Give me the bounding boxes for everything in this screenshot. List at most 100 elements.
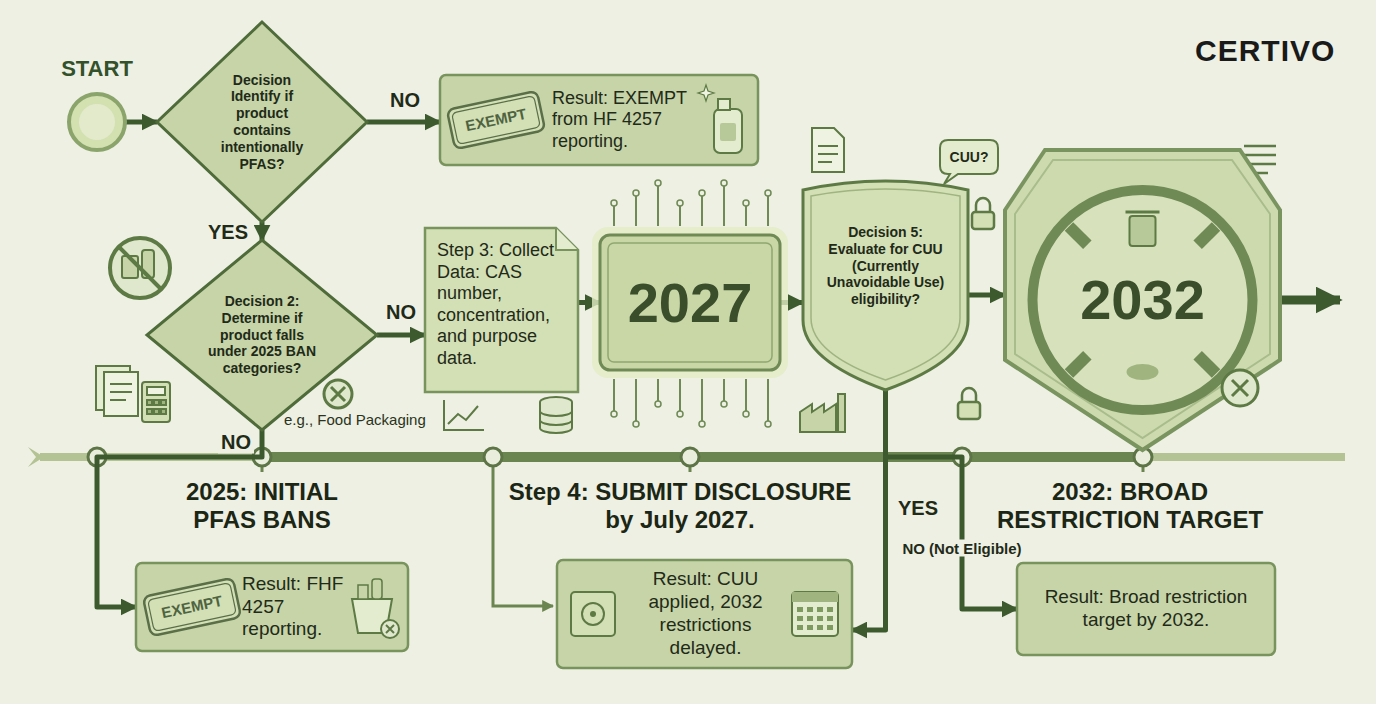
edge-label: YES: [895, 497, 941, 520]
chip-pin: [677, 200, 683, 206]
decision-diamond-outline: [147, 240, 377, 430]
exempt-stamp-outline: [447, 91, 545, 149]
result-box-outline: [440, 75, 758, 165]
document-calculator-icon: [161, 409, 166, 414]
chip-pin: [679, 206, 681, 226]
speech-bubble-outline: [940, 140, 998, 174]
exempt-stamp: EXEMPT: [143, 578, 241, 636]
result-box-outline: [827, 625, 833, 630]
chip-pin: [655, 180, 661, 186]
result-box-text: Result: EXEMPT from HF 4257 reporting.: [552, 88, 708, 153]
lock-icon: [972, 212, 994, 229]
chip-pin: [655, 401, 661, 407]
chip-box-outline: [600, 235, 780, 370]
chip-pin: [723, 186, 725, 226]
exempt-stamp-outline: [447, 91, 545, 149]
result-box-outline: [807, 616, 813, 621]
chip-pin: [721, 180, 727, 186]
result-box-outline: [807, 607, 813, 612]
result-box-outline: [718, 99, 730, 110]
decision-diamond: Decision Identify if product contains in…: [157, 22, 367, 222]
document-calculator-icon: [110, 391, 132, 393]
chip-pin: [701, 196, 703, 226]
restriction-shield-outline: [1130, 216, 1156, 246]
chip-pin: [611, 180, 771, 427]
chip-pin: [745, 206, 747, 226]
result-box-outline: [557, 560, 852, 668]
document-box-text: Step 3: Collect Data: CAS number, concen…: [437, 240, 568, 370]
reject-icon: [324, 380, 352, 408]
restriction-shield: 2032: [1005, 150, 1280, 450]
chip-pin: [743, 411, 749, 417]
factory-icon: [838, 394, 845, 432]
result-box-outline: [571, 592, 615, 636]
result-box-outline: [792, 592, 838, 602]
result-box-text: Result: FHF 4257 reporting.: [242, 573, 346, 641]
flow-arrow: [886, 390, 1018, 609]
data-chart-icon: [444, 397, 572, 433]
exempt-stamp-outline: [143, 578, 241, 636]
list-icon: [1218, 156, 1226, 164]
timeline: [262, 452, 1143, 462]
document-box: Step 3: Collect Data: CAS number, concen…: [425, 228, 578, 392]
start-circle-text: START: [57, 56, 137, 82]
restriction-shield-text: 2032: [1005, 266, 1280, 333]
decision-shield-outline: [803, 180, 968, 390]
chip-pin: [677, 411, 683, 417]
restriction-shield-outline: [1069, 355, 1087, 373]
lock-icon: [958, 198, 994, 419]
chip-pin: [679, 379, 681, 411]
decision-shield-outline: [811, 189, 960, 380]
prohibited-packaging-icon: [110, 238, 170, 298]
data-chart-icon: [540, 411, 572, 425]
chip-pin: [611, 200, 617, 206]
chip-pin: [633, 190, 639, 196]
chip-pin: [611, 411, 617, 417]
factory-icon: [800, 394, 845, 432]
decision-diamond-outline: [157, 22, 367, 222]
chip-pin: [699, 190, 705, 196]
lock-icon: [962, 388, 976, 402]
document-calculator-icon: [110, 383, 132, 385]
prohibited-packaging-icon: [119, 247, 161, 289]
document-calculator-icon: [142, 382, 170, 422]
result-box-outline: [797, 607, 803, 612]
result-box-outline: [358, 585, 368, 599]
result-box-outline: [807, 625, 813, 630]
flow-arrow: [852, 390, 886, 630]
chip-pin: [613, 379, 615, 411]
document-calculator-icon: [154, 400, 159, 405]
list-icon: [1218, 146, 1276, 173]
restriction-shield-outline: [1015, 160, 1270, 438]
data-chart-icon: [540, 402, 572, 433]
document-calculator-icon: [147, 387, 165, 395]
list-icon: [1244, 172, 1268, 175]
chip-pin: [657, 379, 659, 401]
timeline-tick: [262, 466, 1143, 606]
result-box-outline: [1017, 563, 1275, 655]
timeline-tick: [493, 466, 553, 606]
flow-arrow: [260, 222, 265, 240]
edge-label: NO: [218, 431, 254, 454]
result-box-outline: [797, 625, 803, 630]
decision-diamond-text: Decision 2: Determine if product falls u…: [203, 293, 321, 377]
result-box-outline: [557, 560, 852, 668]
timeline-dot: [484, 448, 502, 466]
document-icon: [818, 153, 838, 155]
result-box-outline: [590, 611, 596, 617]
exempt-stamp-outline: [148, 583, 237, 632]
restriction-shield-outline: [1198, 226, 1216, 244]
document-box-outline: [425, 228, 578, 392]
restriction-shield-outline: [1033, 190, 1253, 410]
restriction-shield-outline: [1126, 211, 1160, 214]
speech-bubble-text: CUU?: [940, 149, 998, 166]
restriction-shield-outline: [1005, 150, 1280, 450]
result-box-outline: [720, 123, 736, 141]
timeline-heading: 2032: BROAD RESTRICTION TARGET: [985, 478, 1275, 533]
result-box-outline: [136, 563, 408, 651]
factory-icon: [800, 404, 836, 432]
start-circle: START: [57, 56, 137, 152]
exempt-stamp-outline: [452, 96, 541, 145]
lock-icon: [976, 198, 990, 212]
flow-arrow: [780, 300, 803, 305]
